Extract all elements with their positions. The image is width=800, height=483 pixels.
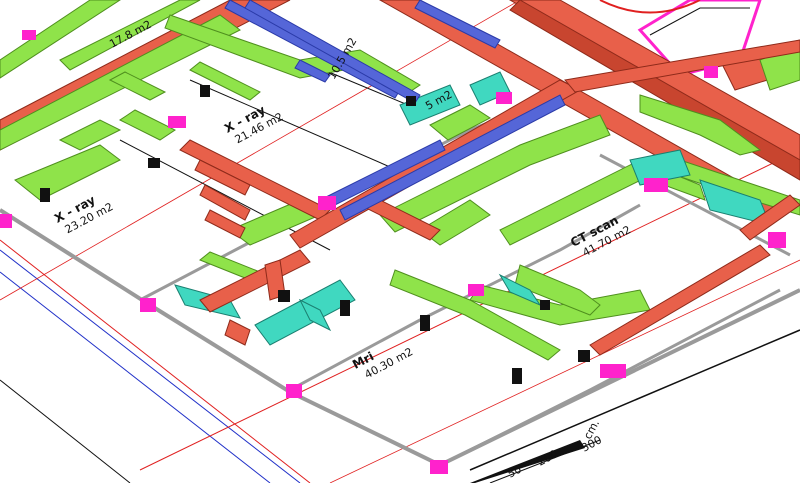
column-markers [0,30,786,474]
room-label-xray-2: X - ray 23.20 m2 [52,193,115,237]
blue-pipes [224,0,566,221]
room-label-ct-scan: CT scan 41.70 m2 [568,213,633,259]
return-ducts [174,71,771,346]
scale-bar: 50 200 300 cm. [470,417,604,483]
diffusers [40,85,590,384]
scale-label-50: 50 [505,463,523,481]
